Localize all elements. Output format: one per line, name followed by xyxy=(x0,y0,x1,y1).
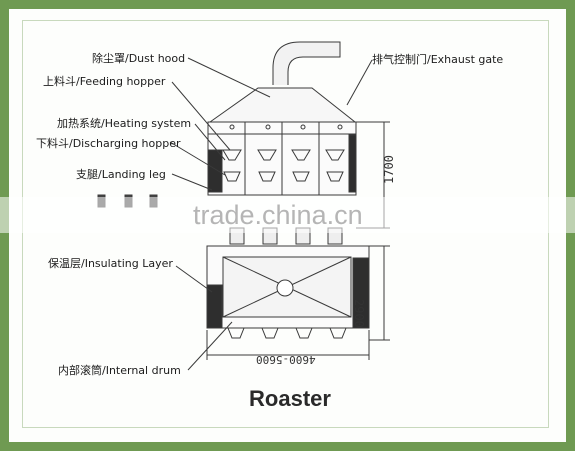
dust-hood xyxy=(208,87,357,123)
watermark: trade.china.cn xyxy=(193,200,363,230)
exhaust-pipe xyxy=(272,41,341,85)
dimension-width: 4600-5600 xyxy=(256,353,316,366)
dimension-lower-height: 2900 xyxy=(352,299,366,328)
label-internal-drum: 内部滚筒/Internal drum xyxy=(58,364,181,377)
lower-insulation-left xyxy=(206,284,223,329)
label-feeding-hopper: 上料斗/Feeding hopper xyxy=(43,75,166,88)
diagram-title: Roaster xyxy=(249,386,331,411)
upper-insulation-right xyxy=(348,134,357,193)
lower-insulation-right xyxy=(352,257,370,329)
watermark-band xyxy=(0,197,575,233)
label-discharging-hopper: 下料斗/Discharging hopper xyxy=(36,137,181,150)
label-insulating-layer: 保温层/Insulating Layer xyxy=(48,257,173,270)
dimension-upper-height: 1700 xyxy=(382,155,396,184)
upper-insulation-left xyxy=(207,149,223,193)
label-heating-system: 加热系统/Heating system xyxy=(57,117,192,130)
label-landing-leg: 支腿/Landing leg xyxy=(76,168,166,181)
label-dust-hood: 除尘罩/Dust hood xyxy=(92,52,186,65)
label-exhaust-gate: 排气控制门/Exhaust gate xyxy=(372,53,504,66)
